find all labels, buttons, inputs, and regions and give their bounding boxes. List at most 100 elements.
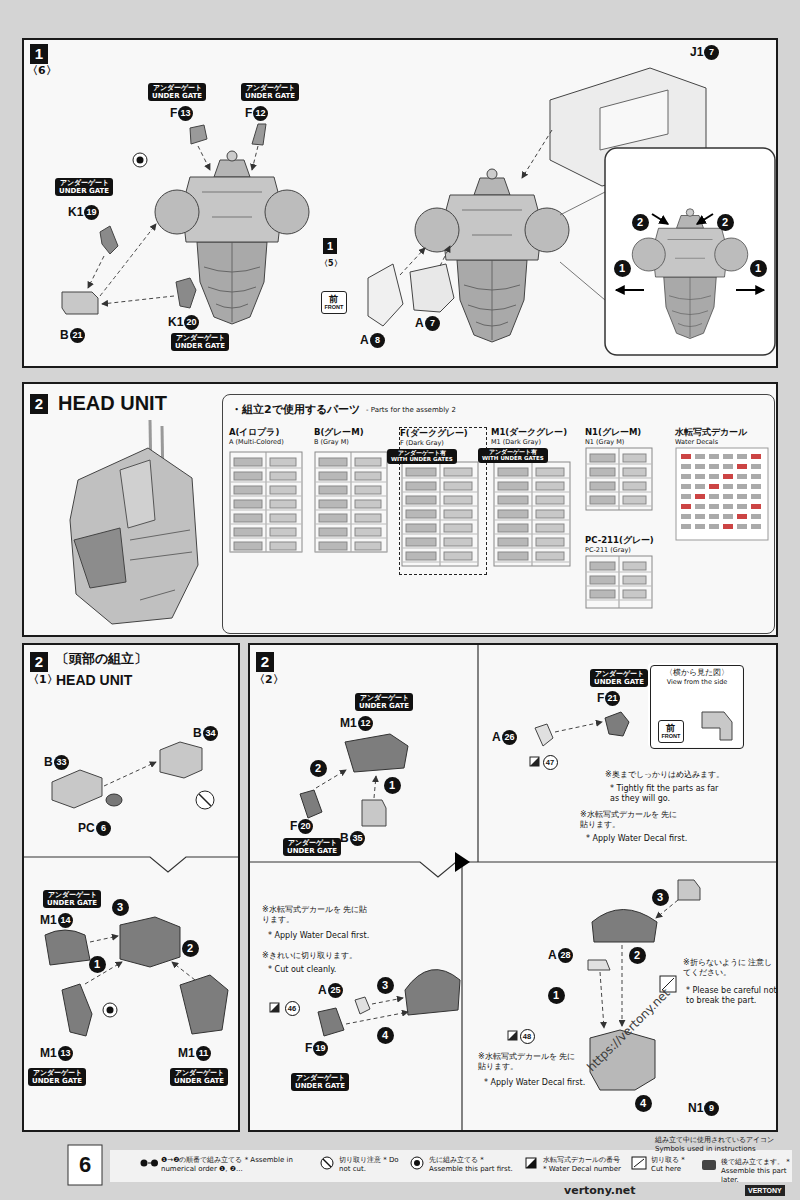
- page-number: 6: [79, 1152, 91, 1178]
- sprue-drawing: [234, 458, 262, 466]
- sprue-drawing: [536, 482, 564, 490]
- part-letter: B: [340, 831, 349, 846]
- sprue-text: PC-211(グレー): [585, 535, 663, 546]
- sprue-drawing: [586, 492, 652, 493]
- sprue-drawing: [402, 506, 478, 507]
- part-number: 14: [58, 913, 73, 928]
- head-parts-drawing: [345, 734, 408, 772]
- part-number: 20: [184, 315, 199, 330]
- head-parts-drawing: [104, 762, 156, 786]
- sprue-text: A (Multi-Colored): [229, 438, 309, 446]
- decal-sheet: [751, 524, 761, 529]
- under-gate-badge: アンダーゲート有WITH UNDER GATES: [387, 449, 457, 464]
- sprue-drawing: [498, 510, 528, 518]
- sprue-drawing: [402, 462, 478, 566]
- panel-text: 〔頭部の組立〕: [56, 650, 147, 668]
- body-unit-drawing: [155, 151, 309, 324]
- sprue-drawing: [234, 500, 262, 508]
- sprue-drawing: [319, 458, 347, 466]
- decal-sheet: [709, 494, 719, 499]
- body-unit-drawing: [600, 90, 668, 150]
- part-number: 7: [425, 316, 440, 331]
- step-number: 3: [652, 889, 669, 906]
- part-letter: K1: [68, 205, 83, 220]
- panel-ground: [22, 643, 240, 1132]
- sprue-drawing: [623, 562, 646, 570]
- under-gate-badge: アンダーゲートUNDER GATE: [291, 1073, 349, 1091]
- part-number: 34: [203, 726, 218, 741]
- legend-icon: [630, 1156, 648, 1170]
- head-parts-drawing: [372, 998, 403, 1004]
- panel-text: 〈6〉: [27, 64, 57, 78]
- panel-text: 2: [256, 652, 274, 672]
- head-parts-drawing: [600, 972, 604, 1028]
- instruction-note: * Apply Water Decal first.: [268, 931, 398, 941]
- instruction-note: ※折らないように 注意してください。: [683, 958, 775, 978]
- part-number: 25: [328, 983, 343, 998]
- front-text: 前: [662, 723, 681, 733]
- head-parts-drawing: [648, 663, 742, 747]
- instruction-note: * Apply Water Decal first.: [484, 1078, 589, 1088]
- decal-sheet: [709, 484, 719, 489]
- part-number: 11: [196, 1046, 211, 1061]
- part-letter: F: [170, 106, 177, 121]
- head-parts-drawing: [530, 757, 539, 766]
- head-parts-drawing: [196, 791, 214, 809]
- step-reference: 1〈5〉: [320, 238, 342, 274]
- part-letter: F: [245, 106, 252, 121]
- sprue-text: F (Dark Gray): [400, 439, 486, 447]
- part-letter: N1: [688, 1101, 703, 1116]
- sprue-drawing: [586, 464, 652, 465]
- badge-text: UNDER GATE: [245, 92, 295, 100]
- part-letter: A: [318, 983, 327, 998]
- sprue-drawing: [234, 542, 262, 550]
- sprue-drawing: [406, 510, 436, 518]
- legend-text: 先に組み立てる * Assemble this part first.: [429, 1156, 517, 1174]
- decal-sheet: [695, 474, 705, 479]
- legend-icon: [411, 1157, 423, 1169]
- part-letter: F: [597, 691, 604, 706]
- part-letter: K1: [168, 315, 183, 330]
- sprue-drawing: [498, 538, 528, 546]
- sprue-drawing: [270, 486, 296, 494]
- body-unit-drawing: [252, 124, 266, 145]
- part-letter: M1: [340, 716, 357, 731]
- sprue-drawing: [270, 542, 296, 550]
- head-parts-drawing: [85, 936, 195, 984]
- sprue-drawing: [402, 492, 478, 493]
- part-number: 26: [502, 730, 517, 745]
- sprue-text: M1(ダークグレー): [491, 427, 579, 438]
- sprue-drawing: [315, 452, 387, 552]
- legend-icon: [148, 1163, 151, 1164]
- decal-number: 48: [520, 1029, 535, 1044]
- step-number: 2: [629, 947, 646, 964]
- panel-ground: [22, 38, 792, 1185]
- sprue-box: A(イロプラ)A (Multi-Colored): [229, 427, 309, 567]
- part-letter: B: [44, 755, 53, 770]
- legend-heading: 組み立て中に使用されているアイコン: [655, 1136, 774, 1145]
- part-number: 21: [70, 328, 85, 343]
- sprue-drawing: [355, 514, 381, 522]
- sprue-drawing: [586, 556, 652, 608]
- front-icon: 前FRONT: [321, 291, 348, 314]
- sprue-drawing: [406, 552, 436, 560]
- decal-sheet: [695, 494, 705, 499]
- body-unit-drawing: [616, 289, 644, 291]
- part-letter: F: [305, 1041, 312, 1056]
- head-parts-drawing: [318, 1008, 344, 1036]
- sprue-drawing: [234, 528, 262, 536]
- sprue-drawing: [586, 556, 652, 608]
- sprue-drawing: [444, 524, 472, 532]
- body-unit-drawing: [697, 214, 713, 224]
- sprue-drawing: [315, 496, 387, 497]
- sprue-drawing: [586, 478, 652, 479]
- head-parts-drawing: [508, 1031, 517, 1040]
- head-parts-drawing: [362, 800, 386, 826]
- body-unit-drawing: [100, 226, 118, 254]
- under-gate-badge: アンダーゲートUNDER GATE: [355, 693, 413, 711]
- head-parts-drawing: [530, 757, 539, 766]
- front-text: 前: [325, 294, 344, 304]
- legend-icon: [318, 1156, 336, 1170]
- decal-sheet: [751, 464, 761, 469]
- decal-sheet: [709, 514, 719, 519]
